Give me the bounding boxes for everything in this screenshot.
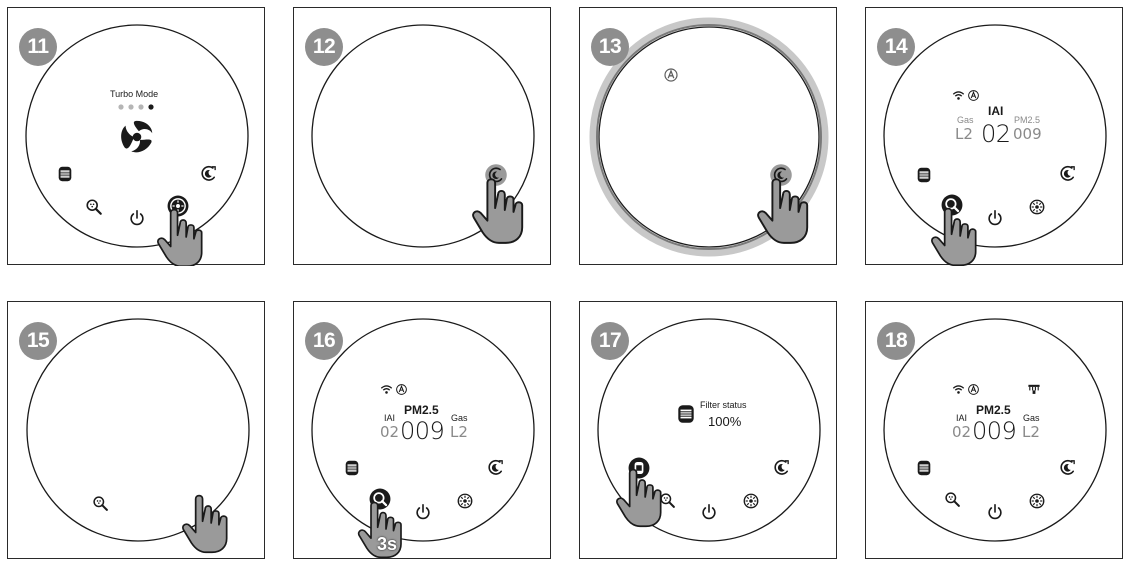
center-metric-value: 009	[400, 417, 445, 445]
step-number-badge: 14	[877, 28, 915, 66]
power-icon[interactable]	[416, 503, 430, 520]
auto-search-icon[interactable]	[660, 493, 675, 508]
panel-16-drawing	[311, 318, 535, 559]
power-icon[interactable]	[702, 503, 716, 520]
fan-speed-icon[interactable]	[457, 493, 473, 509]
step-panel-18: 18 PM2.5 IAI Gas 02 009 L2	[865, 301, 1123, 559]
power-icon[interactable]	[988, 209, 1002, 226]
turbo-fan-icon	[121, 120, 153, 153]
step-number-badge: 13	[591, 28, 629, 66]
hold-duration-label: 3s	[377, 534, 398, 554]
step-number-badge: 17	[591, 322, 629, 360]
center-metric-value: 02	[981, 120, 1011, 148]
auto-mode-icon	[968, 384, 979, 395]
sleep-mode-icon[interactable]	[1060, 459, 1075, 475]
panel-15-drawing	[26, 318, 250, 554]
left-metric-label: IAI	[384, 413, 396, 423]
step-panel-14: 14 IAI Gas PM2.5 L2 02 009	[865, 7, 1123, 266]
step-panel-13: 13	[579, 7, 837, 265]
auto-mode-icon	[396, 384, 407, 395]
panel-18-drawing	[883, 318, 1107, 542]
center-metric-label: PM2.5	[976, 403, 1011, 417]
sleep-mode-icon[interactable]	[1060, 165, 1075, 181]
mode-dots	[118, 104, 154, 110]
left-metric-value: 02	[380, 423, 400, 441]
fan-speed-icon[interactable]	[1029, 199, 1045, 215]
step-number-badge: 15	[19, 322, 57, 360]
filter-icon[interactable]	[58, 166, 72, 182]
power-icon[interactable]	[130, 209, 144, 226]
step-panel-15: 15	[7, 301, 265, 559]
step-panel-17: 17 Filter status 100%	[579, 301, 837, 559]
sleep-mode-icon[interactable]	[201, 165, 216, 181]
step-panel-11: 11 Turbo Mode	[7, 7, 265, 266]
step-panel-16: 16 PM2.5 IAI Gas 02 009 L2 3s	[293, 301, 551, 559]
panel-11-drawing	[25, 24, 249, 266]
auto-mode-icon	[664, 68, 678, 82]
power-icon[interactable]	[988, 503, 1002, 520]
filter-icon[interactable]	[917, 167, 931, 183]
center-metric-value: 009	[972, 417, 1017, 445]
right-metric-label: PM2.5	[1014, 115, 1041, 125]
auto-search-icon[interactable]	[93, 496, 108, 511]
right-metric-value: L2	[1022, 423, 1040, 441]
right-metric-value: 009	[1013, 125, 1042, 143]
left-metric-value: L2	[955, 125, 973, 143]
step-number-badge: 18	[877, 322, 915, 360]
panel-14-drawing	[883, 24, 1107, 266]
filter-status-label: Filter status	[700, 400, 747, 410]
center-metric-label: PM2.5	[404, 403, 439, 417]
filter-icon	[677, 404, 695, 424]
step-number-badge: 11	[19, 28, 57, 66]
filter-status-value: 100%	[708, 414, 742, 429]
step-panel-12: 12	[293, 7, 551, 265]
right-metric-value: L2	[450, 423, 468, 441]
auto-search-icon[interactable]	[86, 199, 102, 215]
finger-hand-icon	[472, 178, 524, 244]
panel-12-drawing	[311, 24, 535, 248]
wifi-icon	[952, 91, 965, 101]
sleep-mode-icon[interactable]	[774, 459, 789, 475]
panel-17-drawing	[597, 318, 821, 542]
sleep-mode-icon[interactable]	[488, 459, 503, 475]
auto-search-icon[interactable]	[945, 492, 960, 507]
fan-speed-icon[interactable]	[743, 493, 759, 509]
wifi-icon	[380, 385, 393, 395]
finger-hand-icon	[157, 208, 203, 266]
finger-hand-icon	[931, 207, 977, 266]
panel-13-drawing	[589, 17, 829, 257]
left-metric-label: Gas	[957, 115, 974, 125]
filter-icon[interactable]	[917, 460, 931, 476]
auto-mode-icon	[968, 90, 979, 101]
fan-speed-icon[interactable]	[1029, 493, 1045, 509]
left-metric-value: 02	[952, 423, 972, 441]
right-metric-label: Gas	[451, 413, 468, 423]
wifi-icon	[952, 385, 965, 395]
step-number-badge: 12	[305, 28, 343, 66]
mode-title: Turbo Mode	[110, 89, 159, 99]
left-metric-label: IAI	[956, 413, 968, 423]
light-icon	[1027, 384, 1041, 395]
step-number-badge: 16	[305, 322, 343, 360]
filter-icon[interactable]	[345, 460, 359, 476]
center-metric-label: IAI	[988, 104, 1004, 118]
right-metric-label: Gas	[1023, 413, 1040, 423]
